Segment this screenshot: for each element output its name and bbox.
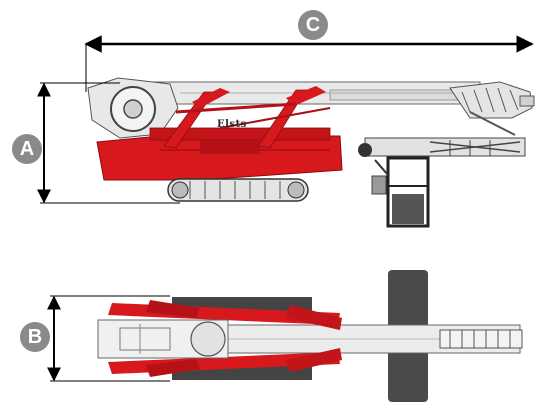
top-view: [97, 270, 523, 402]
side-rear-drum: [87, 77, 179, 139]
side-crawler-track: [167, 178, 309, 202]
side-red-lift-arms: [163, 86, 331, 149]
dimension-b-width: [47, 295, 170, 382]
machine-nameplate: Elsts: [217, 119, 247, 130]
side-feed-beam: [358, 137, 526, 157]
dimension-label-b: B: [20, 322, 50, 352]
side-red-chassis: [96, 127, 343, 181]
dimension-a-height: [37, 82, 180, 204]
side-view: [87, 77, 535, 228]
side-work-platform: [371, 156, 430, 228]
side-drill-head: [449, 81, 535, 136]
dimension-label-c: C: [298, 10, 328, 40]
dimension-label-a: A: [12, 134, 42, 164]
top-red-arms: [108, 300, 342, 377]
dimension-c-length: [84, 35, 534, 92]
top-center-housing: [97, 319, 229, 359]
